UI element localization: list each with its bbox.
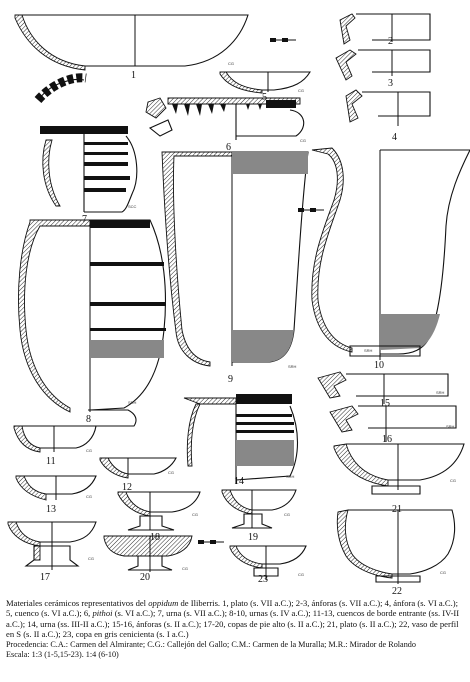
svg-text:SRH: SRH xyxy=(446,424,455,429)
vessel-7-urn: 7 SCC xyxy=(34,73,138,225)
svg-text:SRH: SRH xyxy=(128,400,137,405)
svg-text:CG: CG xyxy=(450,478,456,483)
figure-number-15: 15 xyxy=(380,398,390,409)
vessel-15-amphora-rim: 15 SRH xyxy=(317,371,449,409)
figure-number-11: 11 xyxy=(46,456,56,467)
svg-text:CG: CG xyxy=(182,566,188,571)
svg-text:CG: CG xyxy=(298,572,304,577)
svg-text:SRH: SRH xyxy=(286,474,295,479)
figure-number-5: 5 xyxy=(262,92,267,103)
svg-text:SRH: SRH xyxy=(364,348,373,353)
caption-part-1: Materiales cerámicos representativos del xyxy=(6,598,149,608)
scale-bar-middle xyxy=(298,208,324,212)
figure-number-16: 16 xyxy=(382,434,392,445)
scale-bar-top xyxy=(270,38,296,42)
vessel-17-cup: 17 CG xyxy=(7,521,97,583)
figure-number-23: 23 xyxy=(258,574,268,585)
figure-number-2: 2 xyxy=(388,36,393,47)
svg-text:CG: CG xyxy=(284,512,290,517)
figure-number-9: 9 xyxy=(228,374,233,385)
svg-text:CG: CG xyxy=(86,448,92,453)
vessel-10-urn: 10 SRH xyxy=(311,147,470,371)
figure-number-10: 10 xyxy=(374,360,384,371)
vessel-12-bowl: 12 CG xyxy=(99,457,177,493)
svg-text:CG: CG xyxy=(192,512,198,517)
vessel-6-pithos: 6 CG xyxy=(167,97,306,153)
sherd-fragment xyxy=(145,97,173,137)
figure-number-20: 20 xyxy=(140,572,150,583)
svg-text:CG: CG xyxy=(300,138,306,143)
caption-text: Materiales cerámicos representativos del… xyxy=(6,598,466,640)
svg-text:SRH: SRH xyxy=(436,390,445,395)
svg-text:CG: CG xyxy=(440,570,446,575)
figure-caption: Materiales cerámicos representativos del… xyxy=(6,598,466,660)
vessel-20-cup: 20 CG xyxy=(103,535,193,583)
figure-number-7: 7 xyxy=(82,214,87,225)
vessel-4-amphora-rim: 4 xyxy=(345,89,431,143)
vessel-18-cup: 18 CG xyxy=(117,491,201,543)
svg-text:CG: CG xyxy=(88,556,94,561)
vessel-3-amphora-rim: 3 xyxy=(335,49,431,89)
svg-text:CG: CG xyxy=(86,494,92,499)
vessel-9-tall-urn: 9 SRH xyxy=(161,151,309,385)
vessel-16-amphora-rim: 16 SRH xyxy=(329,405,457,445)
figure-number-22: 22 xyxy=(392,586,402,597)
figure-number-1: 1 xyxy=(131,70,136,81)
figure-number-19: 19 xyxy=(248,532,258,543)
vessel-23-grey-cup: 23 CG xyxy=(229,545,307,585)
vessel-21-plate: 21 CG xyxy=(333,443,465,515)
figure-number-8: 8 xyxy=(86,414,91,425)
vessel-13-bowl: 13 CG xyxy=(15,475,97,515)
figure-number-14: 14 xyxy=(234,476,244,487)
svg-text:SCC: SCC xyxy=(128,204,137,209)
caption-part-2: de Iliberris. 1, plato (s. VII a.C.); 2-… xyxy=(6,598,459,619)
scale-bar-bottom xyxy=(198,540,224,544)
svg-text:CG: CG xyxy=(228,61,234,66)
svg-text:CG: CG xyxy=(168,470,174,475)
figure-number-4: 4 xyxy=(392,132,397,143)
caption-escala: Escala: 1:3 (1-5,15-23). 1:4 (6-10) xyxy=(6,650,119,660)
caption-pithoi: pithoi xyxy=(92,608,113,619)
figure-number-17: 17 xyxy=(40,572,50,583)
vessel-11-bowl: 11 CG xyxy=(13,425,97,467)
ceramic-plate-figure: 1 CG 2 3 5 CG 4 xyxy=(7,13,470,597)
vessel-19-cup: 19 CG xyxy=(221,489,297,543)
vessel-22-s-profile-vase: 22 CG xyxy=(336,509,456,597)
figure-number-3: 3 xyxy=(388,78,393,89)
svg-text:SRH: SRH xyxy=(288,364,297,369)
figure-number-6: 6 xyxy=(226,142,231,153)
caption-oppidum: oppidum xyxy=(148,598,179,608)
vessel-2-amphora-rim: 2 xyxy=(339,13,431,47)
vessel-8-urn: 8 SRH xyxy=(18,219,166,427)
svg-text:CG: CG xyxy=(298,88,304,93)
vessel-14-urn: 14 SRH xyxy=(183,394,298,487)
figure-number-13: 13 xyxy=(46,504,56,515)
caption-procedencia: Procedencia: C.A.: Carmen del Almirante;… xyxy=(6,639,416,649)
caption-part-3: (s. VI a.C.); 7, urna (s. VII a.C.); 8-1… xyxy=(6,608,460,640)
vessel-5-bowl: 5 CG xyxy=(219,71,311,103)
figure-number-12: 12 xyxy=(122,482,132,493)
vessel-1-plate: 1 CG xyxy=(14,14,249,81)
